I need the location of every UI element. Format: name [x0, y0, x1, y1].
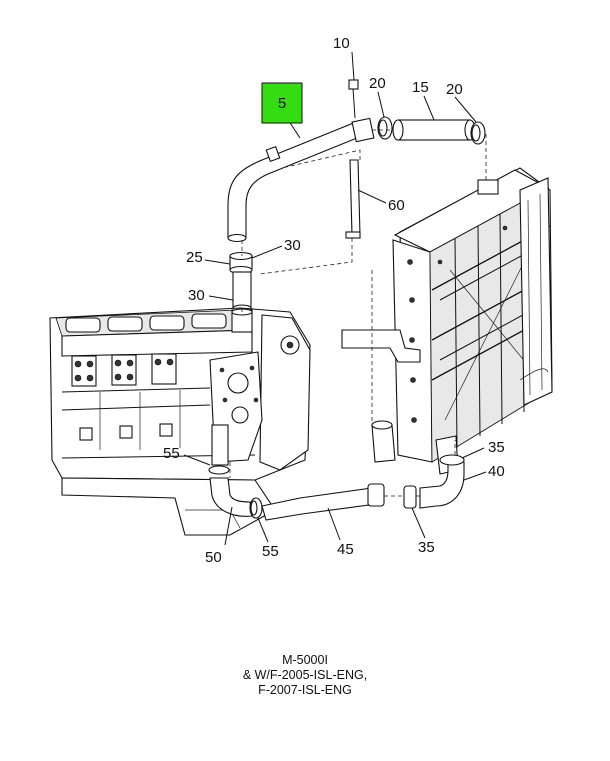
callout-35-upper: 35: [488, 439, 505, 456]
highlight-callout-5[interactable]: 5: [261, 82, 303, 124]
leader-lines: [183, 51, 487, 546]
callout-30-lower: 30: [188, 287, 205, 304]
caption-line-2: & W/F-2005-ISL-ENG,: [242, 668, 368, 682]
elbow-hose-40: [419, 461, 465, 509]
callout-35-lower: 35: [418, 539, 435, 556]
hose-15: [392, 119, 476, 141]
clamp-20-left: [377, 116, 393, 140]
callout-55-lower: 55: [262, 543, 279, 560]
callout-20-right: 20: [446, 81, 463, 98]
connector-30: [232, 271, 252, 312]
radiator-assembly: [341, 167, 553, 475]
callout-45: 45: [337, 541, 354, 558]
lower-coolant-tube-45: [261, 483, 385, 521]
bracket-60: [345, 159, 361, 239]
clamp-55-lower: [249, 497, 263, 519]
callout-20-left: 20: [369, 75, 386, 92]
callout-10: 10: [333, 35, 350, 52]
callout-15: 15: [412, 79, 429, 96]
engine-block: [49, 307, 311, 536]
callout-55-left: 55: [163, 445, 180, 462]
callout-numbers: 10 20 15 20 60 25 30 30 55 35 40 50 55 4…: [163, 35, 505, 566]
clamp-55-upper: [208, 465, 230, 475]
clamp-35-lower: [403, 485, 417, 509]
caption-line-3: F-2007-ISL-ENG: [258, 683, 352, 697]
hose-25: [229, 251, 253, 275]
callout-50: 50: [205, 549, 222, 566]
elbow-hose-50: [209, 477, 253, 517]
clamp-20-right: [470, 121, 486, 145]
callout-60: 60: [388, 197, 405, 214]
callout-40: 40: [488, 463, 505, 480]
upper-coolant-tube: [227, 117, 375, 243]
callout-25: 25: [186, 249, 203, 266]
highlight-box[interactable]: [261, 82, 303, 124]
caption-line-1: M-5000I: [282, 653, 328, 667]
clamp-35-upper: [439, 454, 465, 466]
highlight-label[interactable]: 5: [278, 95, 286, 112]
assembly-lines: [229, 129, 487, 497]
callout-30-upper: 30: [284, 237, 301, 254]
bolt-10: [348, 79, 359, 119]
